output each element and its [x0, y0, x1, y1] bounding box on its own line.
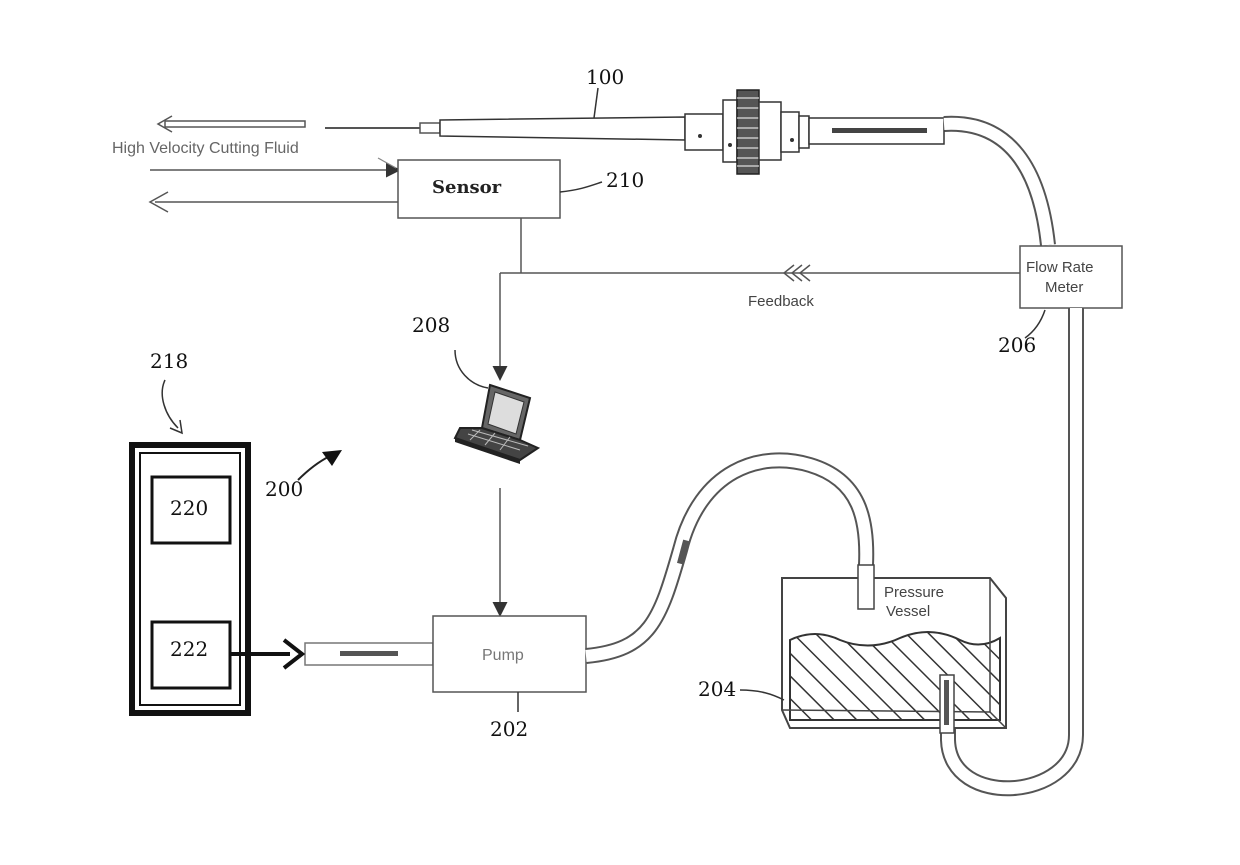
- leader-208: [455, 350, 488, 388]
- vessel-label-1: Pressure: [884, 584, 944, 601]
- ref-220: 220: [170, 496, 208, 520]
- system-arrow: [298, 456, 330, 480]
- laptop-icon: [455, 385, 538, 464]
- leader-204: [740, 690, 784, 700]
- ref-200: 200: [265, 477, 303, 501]
- ref-218: 218: [150, 349, 188, 373]
- leader-210: [560, 182, 602, 192]
- vessel-label-2: Vessel: [886, 603, 930, 620]
- ref-202: 202: [490, 717, 528, 741]
- ref-222: 222: [170, 637, 208, 661]
- cutting-fluid-label: High Velocity Cutting Fluid: [112, 140, 299, 157]
- flow-meter-box: [1020, 246, 1122, 308]
- ref-208: 208: [412, 313, 450, 337]
- feedback-label: Feedback: [748, 293, 814, 310]
- ref-204: 204: [698, 677, 736, 701]
- flow-meter-label-1: Flow Rate: [1026, 259, 1094, 276]
- ref-100: 100: [586, 65, 624, 89]
- fluid-jet-arrow: [158, 116, 305, 132]
- pump-label: Pump: [482, 647, 524, 664]
- sensor-label: Sensor: [432, 177, 502, 198]
- ref-206: 206: [998, 333, 1036, 357]
- flow-meter-label-2: Meter: [1045, 279, 1083, 296]
- leader-100: [594, 88, 598, 118]
- ref-210: 210: [606, 168, 644, 192]
- leader-218: [162, 380, 178, 428]
